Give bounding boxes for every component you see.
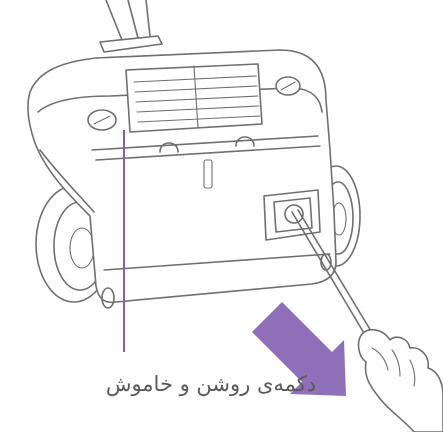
handle [100, 0, 162, 52]
figure-caption: دکمه‌ی روشن و خاموش [0, 372, 422, 396]
top-grille [126, 64, 262, 132]
